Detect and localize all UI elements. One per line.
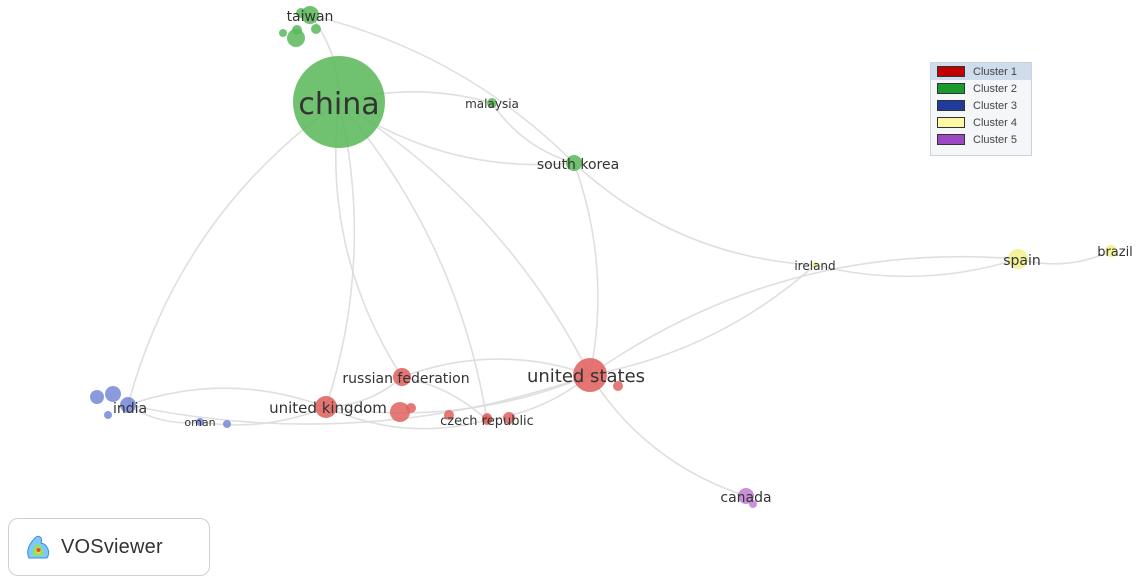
label-malaysia: malaysia [465, 97, 519, 111]
node-spain[interactable] [1008, 249, 1028, 269]
cluster-1-swatch [937, 66, 965, 77]
node-malaysia[interactable] [487, 98, 497, 108]
label-layer: china taiwan malaysia south korea ireland spa… [113, 9, 1133, 506]
minor-node[interactable] [406, 403, 416, 413]
vosviewer-badge[interactable]: VOSviewer [8, 518, 210, 576]
node-brazil[interactable] [1105, 245, 1117, 257]
minor-node[interactable] [311, 24, 321, 34]
node-russian-federation[interactable] [393, 368, 411, 386]
node-india[interactable] [120, 397, 136, 413]
node-south-korea[interactable] [566, 155, 582, 171]
edge-united-kingdom-oman [199, 406, 327, 426]
edge-united-states-india [127, 374, 591, 425]
legend-label: Cluster 3 [973, 99, 1018, 112]
minor-node[interactable] [223, 420, 231, 428]
label-india: india [113, 401, 147, 417]
minor-node[interactable] [104, 411, 112, 419]
edge-united-states-russian-federation [401, 358, 591, 378]
legend-item-cluster-3[interactable]: Cluster 3 [931, 97, 1031, 114]
label-united-states: united states [527, 366, 645, 387]
legend-label: Cluster 5 [973, 133, 1018, 146]
edge-china-united-states [338, 101, 591, 376]
edge-china-czech-republic [338, 101, 488, 421]
label-russian-federation: russian federation [342, 371, 469, 387]
minor-node[interactable] [444, 410, 454, 420]
label-taiwan: taiwan [287, 9, 334, 25]
label-canada: canada [720, 490, 771, 506]
edge-taiwan-south-korea [309, 14, 575, 164]
edge-ireland-united-states [589, 264, 816, 376]
legend-label: Cluster 2 [973, 82, 1018, 95]
minor-node[interactable] [503, 412, 515, 424]
minor-node[interactable] [613, 381, 623, 391]
legend-item-cluster-4[interactable]: Cluster 4 [931, 114, 1031, 131]
node-china[interactable] [293, 56, 385, 148]
minor-node[interactable] [279, 29, 287, 37]
cluster-2-swatch [937, 83, 965, 94]
edge-spain-united-states [589, 255, 1019, 376]
node-layer [90, 6, 1117, 508]
edge-united-states-canada [589, 374, 747, 497]
node-czech-republic[interactable] [482, 415, 492, 425]
legend-label: Cluster 1 [973, 65, 1018, 78]
edge-united-kingdom-czech-republic [325, 406, 488, 430]
cluster-4-swatch [937, 117, 965, 128]
edge-south-korea-ireland [573, 162, 816, 266]
legend-item-cluster-2[interactable]: Cluster 2 [931, 80, 1031, 97]
node-united-kingdom[interactable] [315, 396, 337, 418]
node-united-states[interactable] [573, 358, 607, 392]
label-spain: spain [1003, 253, 1041, 269]
cluster-legend: Cluster 1 Cluster 2 Cluster 3 Cluster 4 … [930, 62, 1032, 156]
node-oman[interactable] [196, 418, 204, 426]
cluster-3-swatch [937, 100, 965, 111]
edge-south-korea-united-states [573, 162, 599, 376]
edge-russian-federation-czech-republic [401, 376, 488, 421]
legend-label: Cluster 4 [973, 116, 1018, 129]
node-ireland[interactable] [812, 262, 818, 268]
legend-item-cluster-1[interactable]: Cluster 1 [931, 63, 1031, 80]
label-ireland: ireland [794, 259, 835, 273]
edge-china-india [127, 101, 340, 406]
legend-item-cluster-5[interactable]: Cluster 5 [931, 131, 1031, 148]
label-oman: oman [184, 416, 215, 429]
label-brazil: brazil [1097, 245, 1133, 260]
label-south-korea: south korea [537, 157, 619, 173]
minor-node[interactable] [90, 390, 104, 404]
label-china: china [298, 87, 379, 122]
edge-united-kingdom-india [127, 387, 327, 408]
label-czech-republic: czech republic [440, 414, 534, 429]
brand-name: VOSviewer [61, 535, 163, 558]
vosviewer-logo-icon [27, 535, 50, 559]
node-taiwan[interactable] [301, 6, 319, 24]
minor-node[interactable] [292, 25, 302, 35]
edge-malaysia-south-korea [491, 102, 575, 164]
cluster-5-swatch [937, 134, 965, 145]
node-canada[interactable] [738, 488, 754, 504]
minor-node[interactable] [105, 386, 121, 402]
edge-spain-ireland [814, 258, 1019, 278]
label-united-kingdom: united kingdom [269, 399, 387, 417]
minor-node[interactable] [390, 402, 410, 422]
